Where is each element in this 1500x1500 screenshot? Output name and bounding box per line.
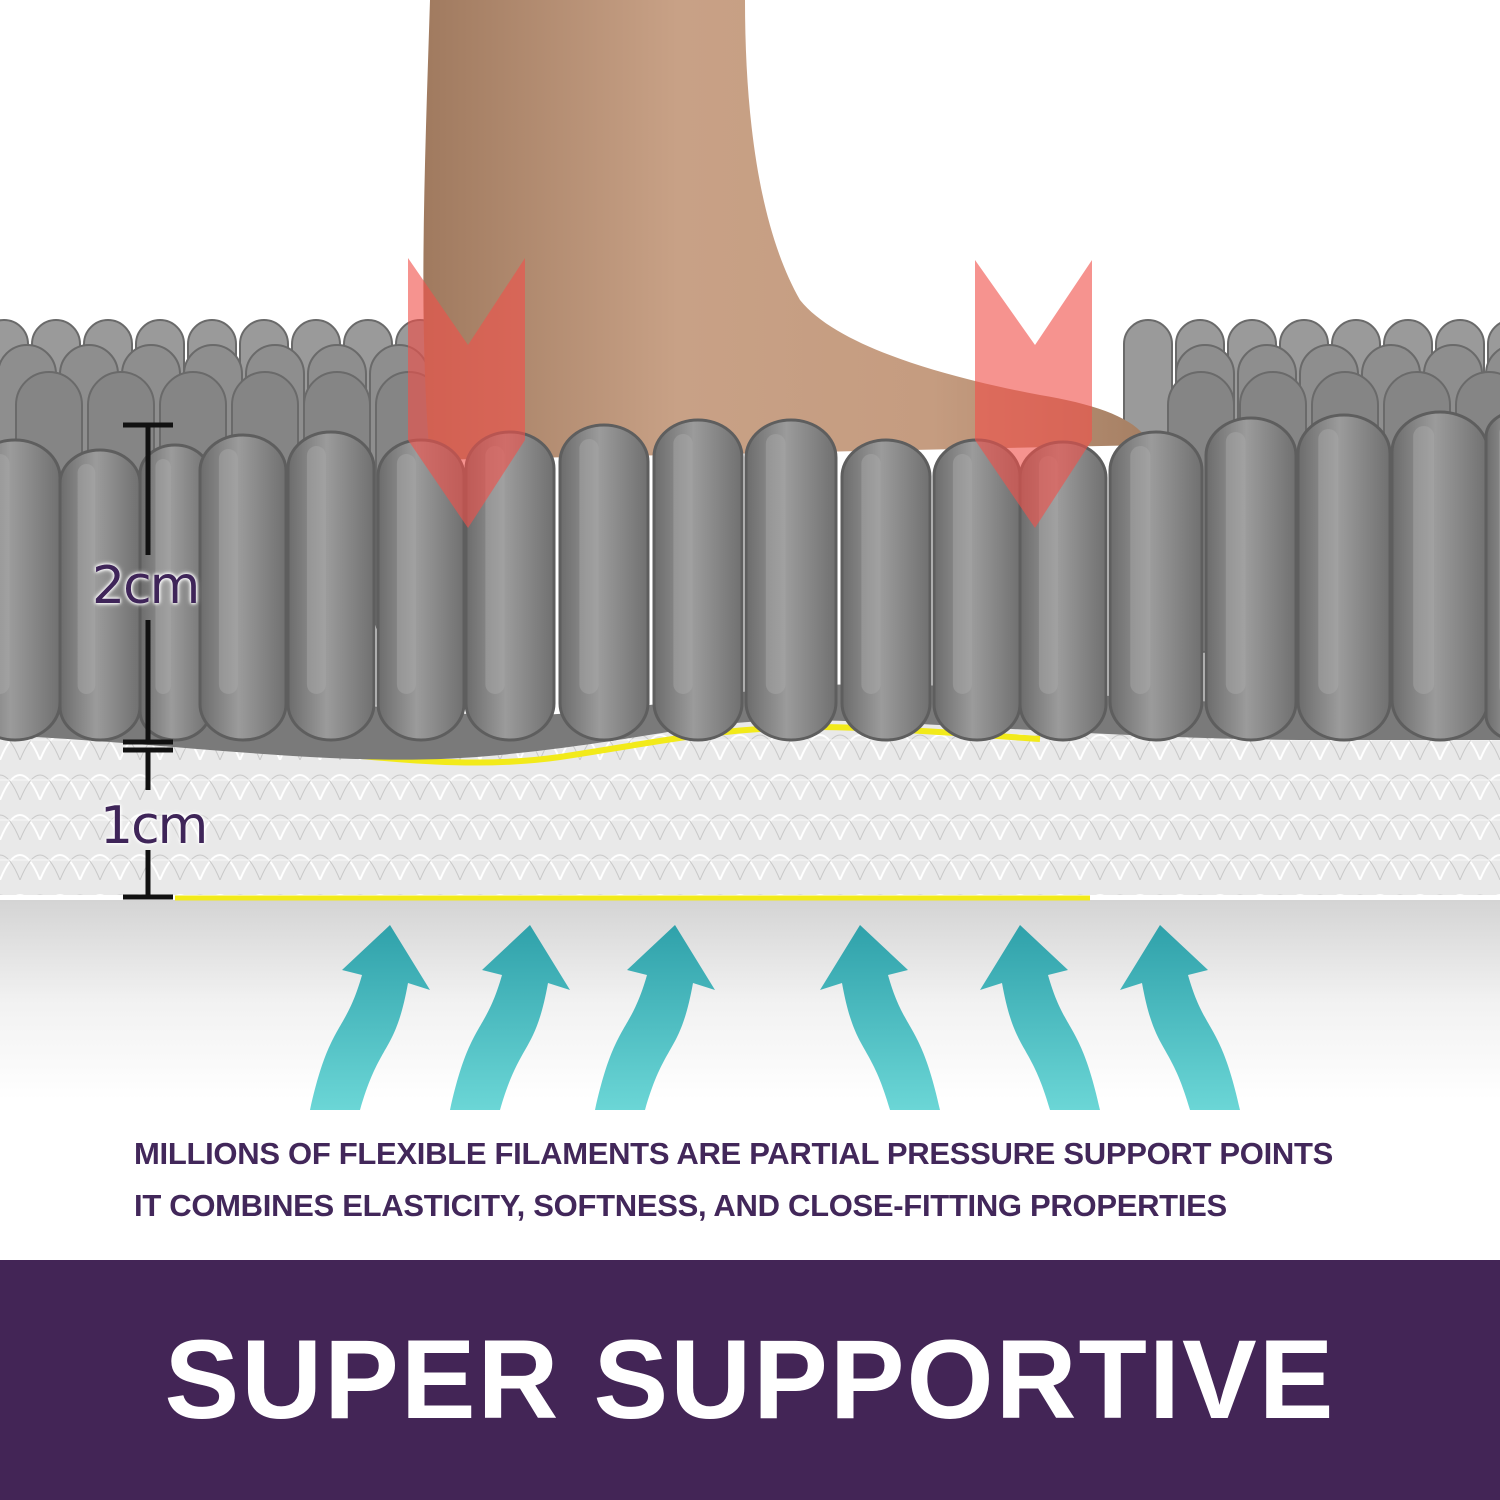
- down-arrow-icon: [975, 260, 1092, 528]
- mesh-layer: [0, 720, 1500, 895]
- highlight-line-top: [254, 723, 1041, 766]
- layer-height-top-label: 2cm: [92, 556, 200, 616]
- chenille-column: [840, 438, 932, 742]
- curved-up-arrow-icon: [980, 925, 1100, 1110]
- chenille-column-highlight: [396, 454, 416, 694]
- chenille-column-highlight: [1130, 446, 1151, 694]
- feature-caption: MILLIONS OF FLEXIBLE FILAMENTS ARE PARTI…: [134, 1128, 1434, 1232]
- curved-up-arrow-icon: [595, 925, 715, 1110]
- chenille-column: [198, 433, 288, 742]
- chenille-column: [1484, 414, 1500, 738]
- chenille-column-highlight: [77, 464, 96, 694]
- support-arrows: [310, 925, 1240, 1110]
- layer-height-bottom-label: 1cm: [100, 796, 208, 856]
- chenille-column-highlight: [952, 454, 972, 694]
- caption-line: MILLIONS OF FLEXIBLE FILAMENTS ARE PARTI…: [134, 1136, 1334, 1171]
- curved-up-arrow-icon: [310, 925, 430, 1110]
- chenille-column-highlight: [673, 434, 693, 694]
- chenille-column: [1108, 430, 1204, 742]
- chenille-column: [652, 418, 744, 742]
- chenille-column-highlight: [306, 446, 326, 694]
- floor-shadow: [0, 900, 1500, 1100]
- chenille-column: [1296, 413, 1392, 742]
- title-banner: SUPER SUPPORTIVE: [0, 1260, 1500, 1500]
- curved-up-arrow-icon: [820, 925, 940, 1110]
- chenille-column-highlight: [1318, 429, 1339, 694]
- pressure-arrows: [408, 258, 1092, 528]
- chenille-column: [1390, 410, 1490, 742]
- curved-up-arrow-icon: [1120, 925, 1240, 1110]
- caption-line: IT COMBINES ELASTICITY, SOFTNESS, AND CL…: [134, 1188, 1227, 1223]
- chenille-column-highlight: [1038, 456, 1058, 694]
- banner-title: SUPER SUPPORTIVE: [164, 1317, 1336, 1442]
- chenille-column-highlight: [765, 434, 786, 694]
- chenille-column-highlight: [155, 459, 171, 694]
- chenille-column-highlight: [1413, 426, 1435, 694]
- chenille-column-highlight: [0, 454, 10, 694]
- chenille-front-row: [0, 410, 1500, 742]
- down-arrow-icon: [408, 258, 525, 528]
- chenille-column: [1204, 416, 1298, 742]
- measurement-bar: [123, 422, 173, 900]
- chenille-column-highlight: [579, 439, 599, 694]
- foot: [423, 0, 1151, 460]
- product-illustration: [0, 0, 1500, 1110]
- chenille-column-highlight: [1225, 432, 1246, 694]
- curved-up-arrow-icon: [450, 925, 570, 1110]
- chenille-column: [558, 423, 650, 742]
- chenille-column: [286, 430, 376, 742]
- chenille-column-highlight: [485, 446, 505, 694]
- chenille-column: [744, 418, 838, 742]
- chenille-column-highlight: [218, 449, 238, 694]
- chenille-column-highlight: [861, 454, 881, 694]
